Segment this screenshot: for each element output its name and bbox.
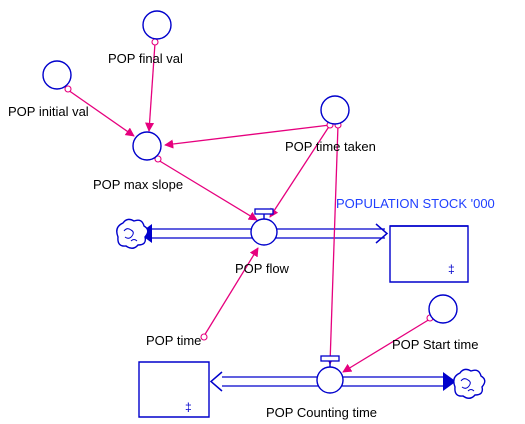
label-time-taken: POP time taken (285, 139, 376, 154)
connector-initial-to-slope (67, 89, 135, 137)
stock-population-marker-icon: ‡ (448, 262, 455, 276)
connectors (67, 42, 431, 373)
connector-endpoints (64, 38, 434, 341)
label-final-val: POP final val (108, 51, 183, 66)
connector-taken-to-slope (164, 124, 331, 149)
flow-arrow-right-icon (443, 372, 456, 391)
connector-taken-to-count (325, 124, 339, 365)
label-population-stock: POPULATION STOCK '000 (336, 196, 495, 211)
valve-pop-flow[interactable] (250, 208, 278, 246)
cloud-icon (453, 368, 486, 399)
connector-slope-to-flow (157, 159, 258, 221)
aux-start-time[interactable] (428, 294, 458, 324)
label-start-time: POP Start time (392, 337, 478, 352)
connector-time-to-flow (203, 247, 259, 337)
aux-max-slope[interactable] (132, 131, 162, 161)
aux-initial-val[interactable] (42, 60, 72, 90)
label-time: POP time (146, 333, 201, 348)
aux-time-taken[interactable] (320, 95, 350, 125)
label-pop-flow: POP flow (235, 261, 290, 276)
stock-population[interactable]: ‡ (389, 225, 469, 283)
cloud-icon (116, 218, 149, 249)
stock-counting-marker-icon: ‡ (185, 400, 192, 414)
connector-start-to-count (342, 318, 431, 373)
valve-count-flow[interactable] (316, 355, 344, 394)
label-counting-time: POP Counting time (266, 405, 377, 420)
connector-final-to-slope (145, 42, 156, 132)
stock-counting[interactable]: ‡ (138, 361, 210, 418)
cloud-left (116, 218, 149, 249)
aux-final-val[interactable] (142, 10, 172, 40)
connector-taken-to-flow (269, 124, 331, 218)
label-max-slope: POP max slope (93, 177, 183, 192)
cloud-right (453, 368, 486, 399)
label-initial-val: POP initial val (8, 104, 89, 119)
